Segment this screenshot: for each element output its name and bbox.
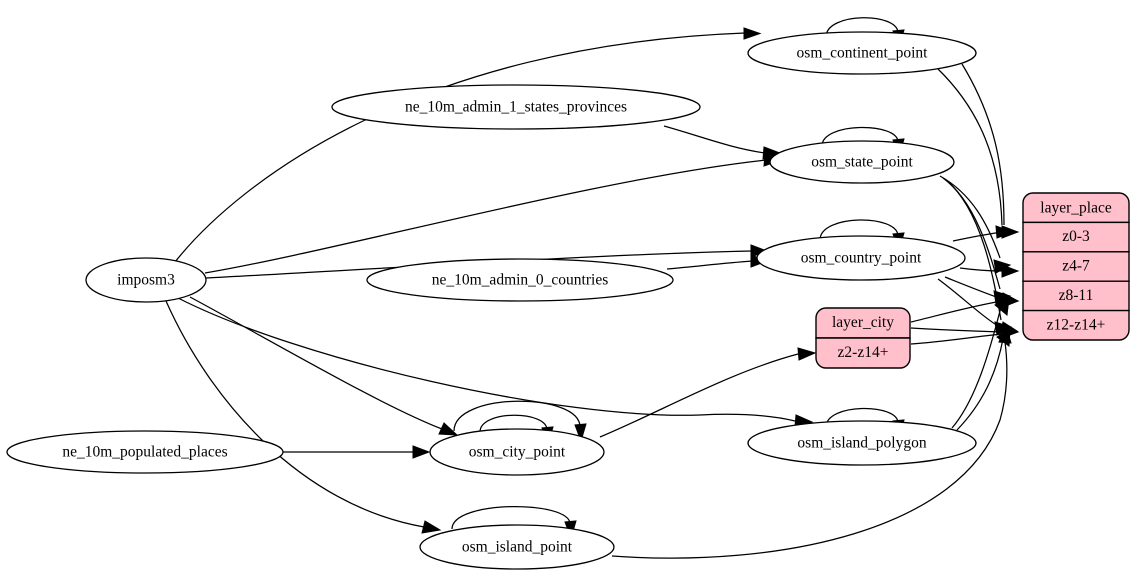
node-ne-10m-admin-1-states-provinces[interactable]: ne_10m_admin_1_states_provinces	[331, 84, 701, 130]
node-imposm3[interactable]: imposm3	[85, 257, 207, 303]
edge-osm-island-polygon-to-layer-place-z12	[956, 328, 1011, 431]
node-ne-10m-admin-0-countries[interactable]: ne_10m_admin_0_countries	[366, 258, 674, 302]
node-osm-state-point-label: osm_state_point	[811, 154, 913, 171]
node-osm-continent-point[interactable]: osm_continent_point	[747, 31, 977, 75]
edge-osm-country-point-to-layer-place-z4-7	[959, 264, 1020, 278]
node-osm-country-point[interactable]: osm_country_point	[756, 235, 966, 281]
edge-osm-continent-point-to-layer-place-z0-3	[937, 68, 1014, 239]
record-layer-place-row-z4-7: z4-7	[1062, 258, 1090, 275]
edge-imposm3-to-osm-city-point	[189, 296, 459, 436]
self-loop-osm-city-point-outer	[453, 400, 587, 443]
node-osm-continent-point-label: osm_continent_point	[797, 45, 929, 62]
node-osm-island-point-label: osm_island_point	[462, 539, 573, 556]
record-layer-place-row-z12-z14: z12-z14+	[1047, 316, 1106, 333]
node-osm-city-point-label: osm_city_point	[469, 444, 566, 461]
node-osm-country-point-label: osm_country_point	[801, 250, 922, 267]
node-ne-10m-admin-0-countries-label: ne_10m_admin_0_countries	[432, 272, 609, 289]
record-layer-place-row-z0-3: z0-3	[1062, 228, 1090, 245]
record-node-layer-city[interactable]: layer_city z2-z14+	[815, 307, 911, 369]
edge-imposm3-to-osm-island-point	[165, 300, 442, 534]
edge-layer-city-bottom-to-layer-place-z12	[910, 333, 1003, 345]
edge-imposm3-to-osm-state-point	[204, 153, 783, 274]
node-osm-island-polygon[interactable]: osm_island_polygon	[747, 420, 977, 466]
edge-ne-admin0-to-osm-country-point	[666, 254, 769, 270]
node-ne-10m-populated-places[interactable]: ne_10m_populated_places	[6, 430, 284, 474]
edge-osm-island-polygon-to-layer-place-z8-11	[951, 297, 1010, 429]
edge-osm-island-point-to-layer-place-z12	[611, 324, 1012, 559]
edge-ne-populated-places-to-osm-city-point	[283, 445, 431, 459]
node-ne-10m-populated-places-label: ne_10m_populated_places	[62, 444, 227, 461]
edge-imposm3-to-osm-island-polygon	[177, 297, 814, 428]
record-layer-city-row-title: layer_city	[832, 314, 894, 331]
edge-osm-city-point-to-layer-city	[599, 347, 817, 438]
edge-ne-admin1-to-osm-state-point	[663, 125, 783, 160]
node-osm-state-point[interactable]: osm_state_point	[769, 140, 955, 184]
node-layer: imposm3 ne_10m_admin_1_states_provinces …	[6, 31, 977, 570]
node-osm-island-point[interactable]: osm_island_point	[419, 524, 615, 570]
record-layer-city-row-z2-z14: z2-z14+	[838, 344, 889, 361]
node-ne-10m-admin-1-states-provinces-label: ne_10m_admin_1_states_provinces	[405, 99, 627, 116]
edge-osm-country-point-to-layer-place-z0-3	[952, 225, 1020, 242]
node-osm-city-point[interactable]: osm_city_point	[429, 428, 605, 476]
node-imposm3-label: imposm3	[117, 272, 175, 289]
record-layer-place-row-z8-11: z8-11	[1059, 287, 1094, 304]
node-osm-island-polygon-label: osm_island_polygon	[797, 435, 926, 452]
edge-imposm3-to-osm-continent-point	[174, 27, 762, 263]
record-node-layer: layer_place z0-3 z4-7 z8-11 z12-z14+ lay…	[815, 192, 1130, 369]
record-layer-place-row-title: layer_place	[1040, 200, 1112, 217]
record-node-layer-place[interactable]: layer_place z0-3 z4-7 z8-11 z12-z14+	[1022, 192, 1130, 341]
edge-continent-bundle-right	[961, 63, 1005, 226]
